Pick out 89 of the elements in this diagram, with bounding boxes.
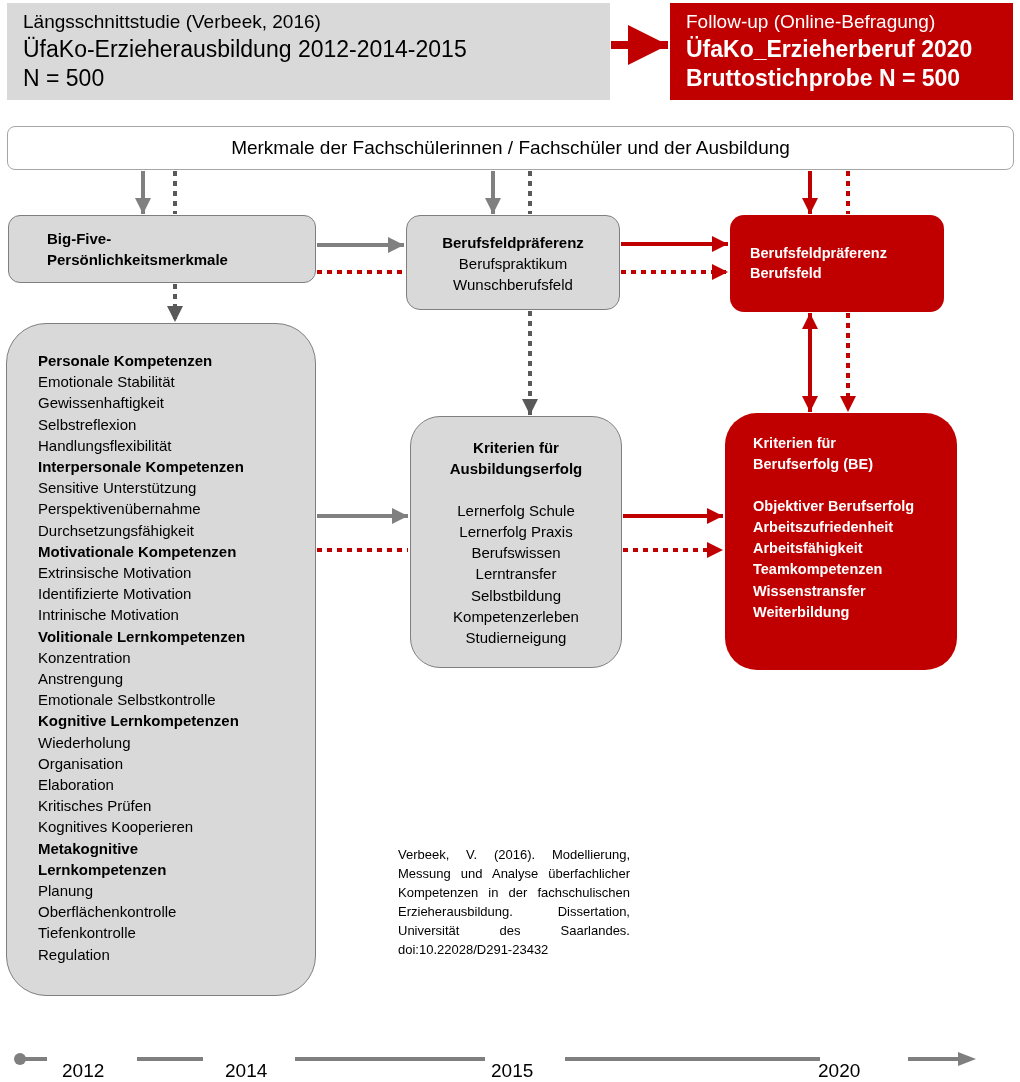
competence-item: Wiederholung xyxy=(38,732,132,753)
box-text: Berufsfeldpräferenz xyxy=(441,233,585,253)
study-title: ÜfaKo-Erzieherausbildung 2012-2014-2015 xyxy=(23,35,468,64)
connector-line xyxy=(528,171,532,214)
arrow xyxy=(317,508,408,524)
study-header-box xyxy=(7,3,610,100)
study-title: ÜfaKo_Erzieherberuf 2020 xyxy=(686,35,974,64)
box-text: Berufsfeldpräferenz xyxy=(750,244,888,263)
competence-item: Motivationale Kompetenzen xyxy=(38,541,238,562)
connector-line xyxy=(173,171,177,214)
competence-item: Identifizierte Motivation xyxy=(38,584,193,605)
criterion-item: Lernerfolg Praxis xyxy=(458,521,574,542)
criterion-item: Arbeitsfähigkeit xyxy=(753,539,864,559)
criterion-item: Selbstbildung xyxy=(469,585,563,606)
competence-item: Tiefenkontrolle xyxy=(38,923,137,944)
competence-item: Kritisches Prüfen xyxy=(38,796,153,817)
competence-item: Kognitive Lernkompetenzen xyxy=(38,711,240,732)
criteria-box xyxy=(410,416,622,668)
year-label: 2014 xyxy=(225,1061,268,1081)
study-design-label: Follow-up (Online-Befragung) xyxy=(686,10,937,34)
competence-item: Planung xyxy=(38,881,95,902)
followup-header-box xyxy=(670,3,1013,100)
competence-item: Durchsetzungsfähigkeit xyxy=(38,520,195,541)
criterion-item: Studierneigung xyxy=(464,628,568,649)
criterion-item: Wissenstransfer xyxy=(753,581,867,601)
competence-item: Extrinsische Motivation xyxy=(38,563,193,584)
arrow xyxy=(623,508,723,524)
criterion-item: Lerntransfer xyxy=(474,564,558,585)
arrow xyxy=(840,313,856,412)
box-heading: Kriterien für Ausbildungserfolg xyxy=(448,438,584,480)
competence-item: Metakognitive Lernkompetenzen xyxy=(38,838,168,880)
connector-line xyxy=(317,548,408,552)
criterion-item: Kompetenzerleben xyxy=(452,607,580,628)
competence-item: Personale Kompetenzen xyxy=(38,351,214,371)
reference-note: Verbeek, V. (2016). Modellierung, Messung und Analyse überfachlicher Kompetenzen in der fachschulischen Erzieherausbildung. Dissertation, Universität des Saarlandes. doi:10.22028/D291-23432 xyxy=(398,846,630,959)
competence-item: Elaboration xyxy=(38,775,115,796)
competence-item: Selbstreflexion xyxy=(38,414,138,435)
outcome-criteria-box xyxy=(725,413,957,670)
arrow xyxy=(621,264,728,280)
competence-item: Konzentration xyxy=(38,647,132,668)
process-box xyxy=(406,215,620,310)
competence-item: Emotionale Selbstkontrolle xyxy=(38,690,217,711)
arrow xyxy=(802,171,818,214)
study-design-label: Längsschnittstudie (Verbeek, 2016) xyxy=(23,10,322,34)
competence-item: Kognitives Kooperieren xyxy=(38,817,195,838)
arrow xyxy=(623,542,723,558)
arrow xyxy=(611,25,668,65)
year-label: 2015 xyxy=(491,1061,534,1081)
competence-item: Emotionale Stabilität xyxy=(38,372,176,393)
criterion-item: Teamkompetenzen xyxy=(753,560,884,580)
process-box xyxy=(8,215,316,283)
competence-item: Organisation xyxy=(38,753,125,774)
box-text: Merkmale der Fachschülerinnen / Fachschüler und der Ausbildung xyxy=(230,137,791,159)
criterion-item: Objektiver Berufserfolg xyxy=(753,496,916,516)
characteristics-bar xyxy=(7,126,1014,170)
competence-item: Volitionale Lernkompetenzen xyxy=(38,626,247,647)
box-heading: Kriterien für Berufserfolg (BE) xyxy=(753,434,875,475)
competence-box xyxy=(6,323,316,996)
competence-item: Regulation xyxy=(38,944,111,965)
connector-line xyxy=(317,270,404,274)
criterion-item: Weiterbildung xyxy=(753,603,851,623)
box-text: Berufspraktikum xyxy=(457,254,569,274)
arrow xyxy=(522,311,538,415)
arrow xyxy=(621,236,728,252)
double-arrow xyxy=(802,313,818,412)
competence-item: Handlungsflexibilität xyxy=(38,435,173,456)
box-text: Wunschberufsfeld xyxy=(452,275,574,295)
outcome-box xyxy=(730,215,944,312)
study-title: Bruttostichprobe N = 500 xyxy=(686,64,962,93)
year-label: 2020 xyxy=(818,1061,861,1081)
criterion-item: Berufswissen xyxy=(470,543,562,564)
connector-line xyxy=(846,171,850,214)
competence-item: Intrinische Motivation xyxy=(38,605,180,626)
study-title: N = 500 xyxy=(23,64,106,93)
box-text: Big-Five- Persönlichkeitsmerkmale xyxy=(47,229,229,270)
box-text: Berufsfeld xyxy=(750,264,823,283)
criterion-item: Arbeitszufriedenheit xyxy=(753,517,895,537)
competence-item: Gewissenhaftigkeit xyxy=(38,393,165,414)
arrow xyxy=(167,284,183,322)
criterion-item: Lernerfolg Schule xyxy=(456,500,576,521)
year-label: 2012 xyxy=(62,1061,105,1081)
competence-item: Interpersonale Kompetenzen xyxy=(38,457,245,477)
arrow xyxy=(485,171,501,214)
arrow xyxy=(317,237,404,253)
arrow xyxy=(135,171,151,214)
competence-item: Anstrengung xyxy=(38,669,125,690)
competence-item: Perspektivenübernahme xyxy=(38,499,202,520)
competence-item: Sensitive Unterstützung xyxy=(38,478,198,499)
competence-item: Oberflächenkontrolle xyxy=(38,902,178,923)
